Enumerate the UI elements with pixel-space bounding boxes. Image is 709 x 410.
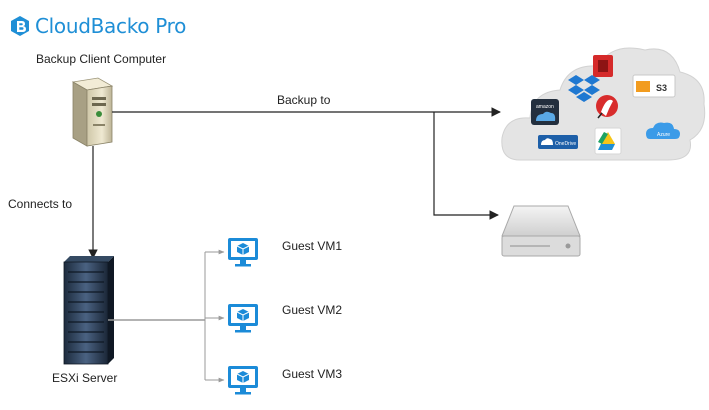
azure-logo-icon: Azure (646, 122, 680, 139)
connects-edge-label: Connects to (8, 197, 73, 211)
guest-vm3-monitor-icon (228, 366, 258, 395)
guest-vm1-monitor-icon (228, 238, 258, 267)
azure-text: Azure (657, 132, 670, 138)
amazon-text: amazon (536, 104, 554, 110)
red-parachute-logo-icon (596, 95, 618, 119)
s3-text: S3 (656, 83, 667, 93)
brand-name: CloudBacko Pro (35, 14, 187, 38)
esxi-server-icon (63, 256, 114, 365)
red-box-logo-icon (593, 55, 613, 77)
google-drive-logo-icon (594, 127, 622, 155)
guest-vm2-label: Guest VM2 (282, 303, 343, 317)
amazon-cloud-drive-logo-icon: amazon (531, 99, 559, 125)
guest-vm2-monitor-icon (228, 304, 258, 333)
dropbox-logo-icon (568, 75, 600, 102)
cloud-storage-group: S3 amazon OneDrive (501, 47, 706, 161)
hard-drive-icon (501, 205, 581, 257)
guest-vm3-label: Guest VM3 (282, 367, 343, 381)
cloudbacko-logo-icon (11, 16, 29, 36)
onedrive-text: OneDrive (555, 141, 576, 147)
amazon-s3-logo-icon: S3 (632, 74, 676, 98)
brand: CloudBacko Pro (10, 14, 186, 38)
onedrive-logo-icon: OneDrive (538, 135, 578, 149)
guest-vm1-label: Guest VM1 (282, 239, 343, 253)
esxi-label: ESXi Server (52, 371, 118, 385)
backup-edge-label: Backup to (277, 93, 331, 107)
client-computer-icon (71, 77, 114, 147)
client-label: Backup Client Computer (36, 52, 167, 66)
